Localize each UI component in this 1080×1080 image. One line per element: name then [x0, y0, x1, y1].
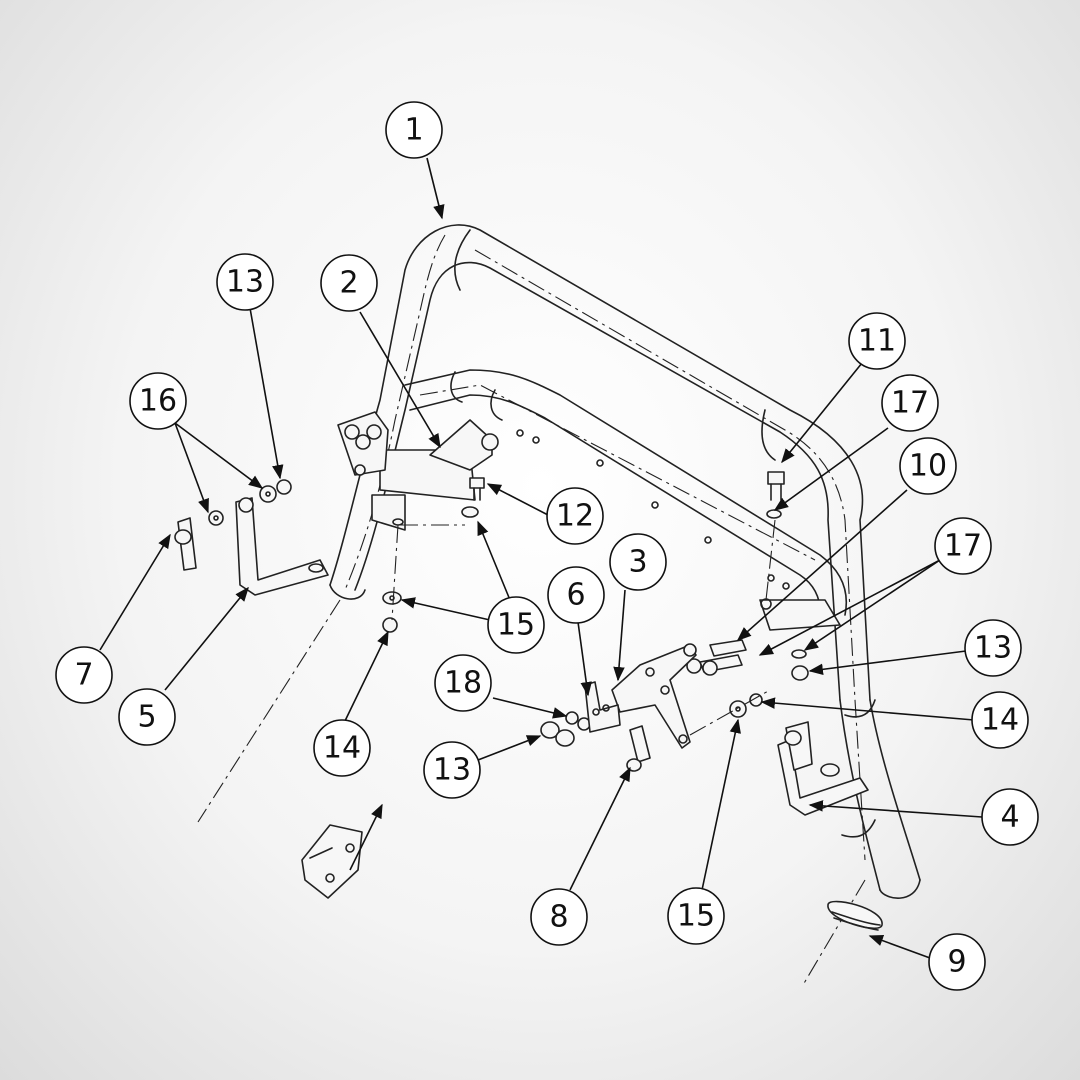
- callout-9: 9: [928, 933, 986, 991]
- callout-4: 4: [981, 788, 1039, 846]
- callout-14b: 14: [971, 691, 1029, 749]
- callout-5: 5: [118, 688, 176, 746]
- callout-11-label: 11: [858, 324, 896, 359]
- callout-7-label: 7: [74, 658, 93, 693]
- callout-14a: 14: [313, 719, 371, 777]
- callout-8: 8: [530, 888, 588, 946]
- center-bracket-plates: [584, 643, 697, 749]
- callout-18-label: 18: [444, 666, 482, 701]
- callout-13a-label: 13: [226, 265, 264, 300]
- callout-14a-label: 14: [323, 731, 361, 766]
- leader-lines: [99, 157, 983, 959]
- callout-14b-label: 14: [981, 703, 1019, 738]
- upper-left-bracket: [337, 411, 499, 531]
- callout-7: 7: [55, 646, 113, 704]
- tube-end-cap: [827, 900, 883, 931]
- callout-13a: 13: [216, 253, 274, 311]
- callout-17a: 17: [881, 374, 939, 432]
- left-bracket-assembly: [174, 497, 329, 596]
- callout-17b-label: 17: [944, 529, 982, 564]
- callout-13c-label: 13: [433, 753, 471, 788]
- callout-4-label: 4: [1000, 800, 1019, 835]
- callout-6: 6: [547, 566, 605, 624]
- callout-16: 16: [129, 372, 187, 430]
- callout-17a-label: 17: [891, 386, 929, 421]
- callout-5-label: 5: [137, 700, 156, 735]
- callout-2: 2: [320, 254, 378, 312]
- callout-17b: 17: [934, 517, 992, 575]
- right-mount-tab: [759, 598, 841, 631]
- callout-18: 18: [434, 654, 492, 712]
- callout-16-label: 16: [139, 384, 177, 419]
- callout-9-label: 9: [947, 945, 966, 980]
- callout-13c: 13: [423, 741, 481, 799]
- callout-12: 12: [546, 487, 604, 545]
- callout-1: 1: [385, 101, 443, 159]
- callout-2-label: 2: [339, 266, 358, 301]
- callout-3-label: 3: [628, 545, 647, 580]
- callout-10-label: 10: [909, 449, 947, 484]
- callout-6-label: 6: [566, 578, 585, 613]
- right-bracket-assembly: [777, 721, 869, 816]
- callout-3: 3: [609, 533, 667, 591]
- callout-13b-label: 13: [974, 631, 1012, 666]
- callout-1-label: 1: [404, 113, 423, 148]
- callout-8-label: 8: [549, 900, 568, 935]
- callout-15a: 15: [487, 596, 545, 654]
- inset-detail-view: [301, 824, 363, 899]
- callout-13b: 13: [964, 619, 1022, 677]
- hardware: [208, 471, 809, 747]
- callout-11: 11: [848, 312, 906, 370]
- latch-pin: [626, 725, 651, 772]
- callout-15b: 15: [667, 887, 725, 945]
- callout-15a-label: 15: [497, 608, 535, 643]
- callout-15b-label: 15: [677, 899, 715, 934]
- callout-10: 10: [899, 437, 957, 495]
- callout-12-label: 12: [556, 499, 594, 534]
